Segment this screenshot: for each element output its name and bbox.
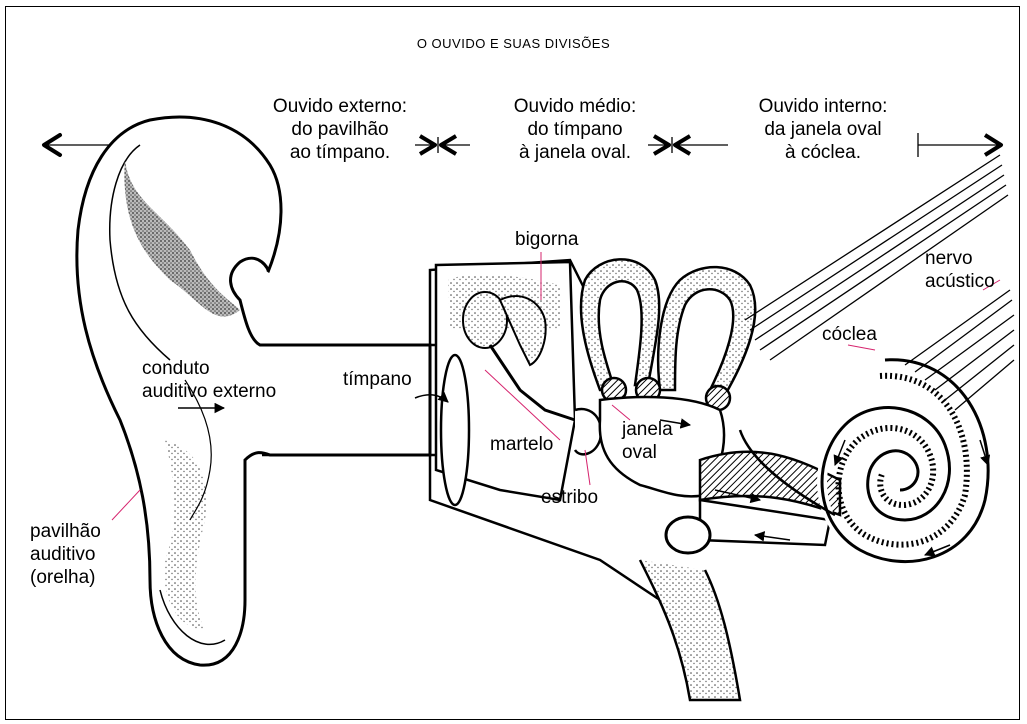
conduto-label-line2: auditivo externo (142, 380, 276, 403)
coclea-label: cóclea (822, 323, 877, 346)
estribo-label: estribo (541, 486, 598, 509)
semicircular-canals (581, 259, 755, 410)
pavilhao-label-line2: auditivo (30, 543, 101, 566)
pavilhao-label-line1: pavilhão (30, 520, 101, 543)
conduto-label: conduto auditivo externo (142, 357, 276, 403)
conduto-label-line1: conduto (142, 357, 276, 380)
timpano-label: tímpano (343, 368, 412, 391)
pavilhao-label-line3: (orelha) (30, 566, 101, 589)
martelo-label: martelo (490, 433, 553, 456)
round-window (666, 517, 710, 553)
nervo-label-line2: acústico (925, 270, 995, 293)
bigorna-label: bigorna (515, 228, 578, 251)
janela-oval-label-line1: janela (622, 418, 673, 441)
nervo-acustico-label: nervo acústico (925, 247, 995, 293)
eardrum (441, 355, 469, 505)
janela-oval-label-line2: oval (622, 441, 673, 464)
janela-oval-label: janela oval (622, 418, 673, 464)
pavilhao-label: pavilhão auditivo (orelha) (30, 520, 101, 589)
stapes (575, 409, 601, 454)
nervo-label-line1: nervo (925, 247, 995, 270)
